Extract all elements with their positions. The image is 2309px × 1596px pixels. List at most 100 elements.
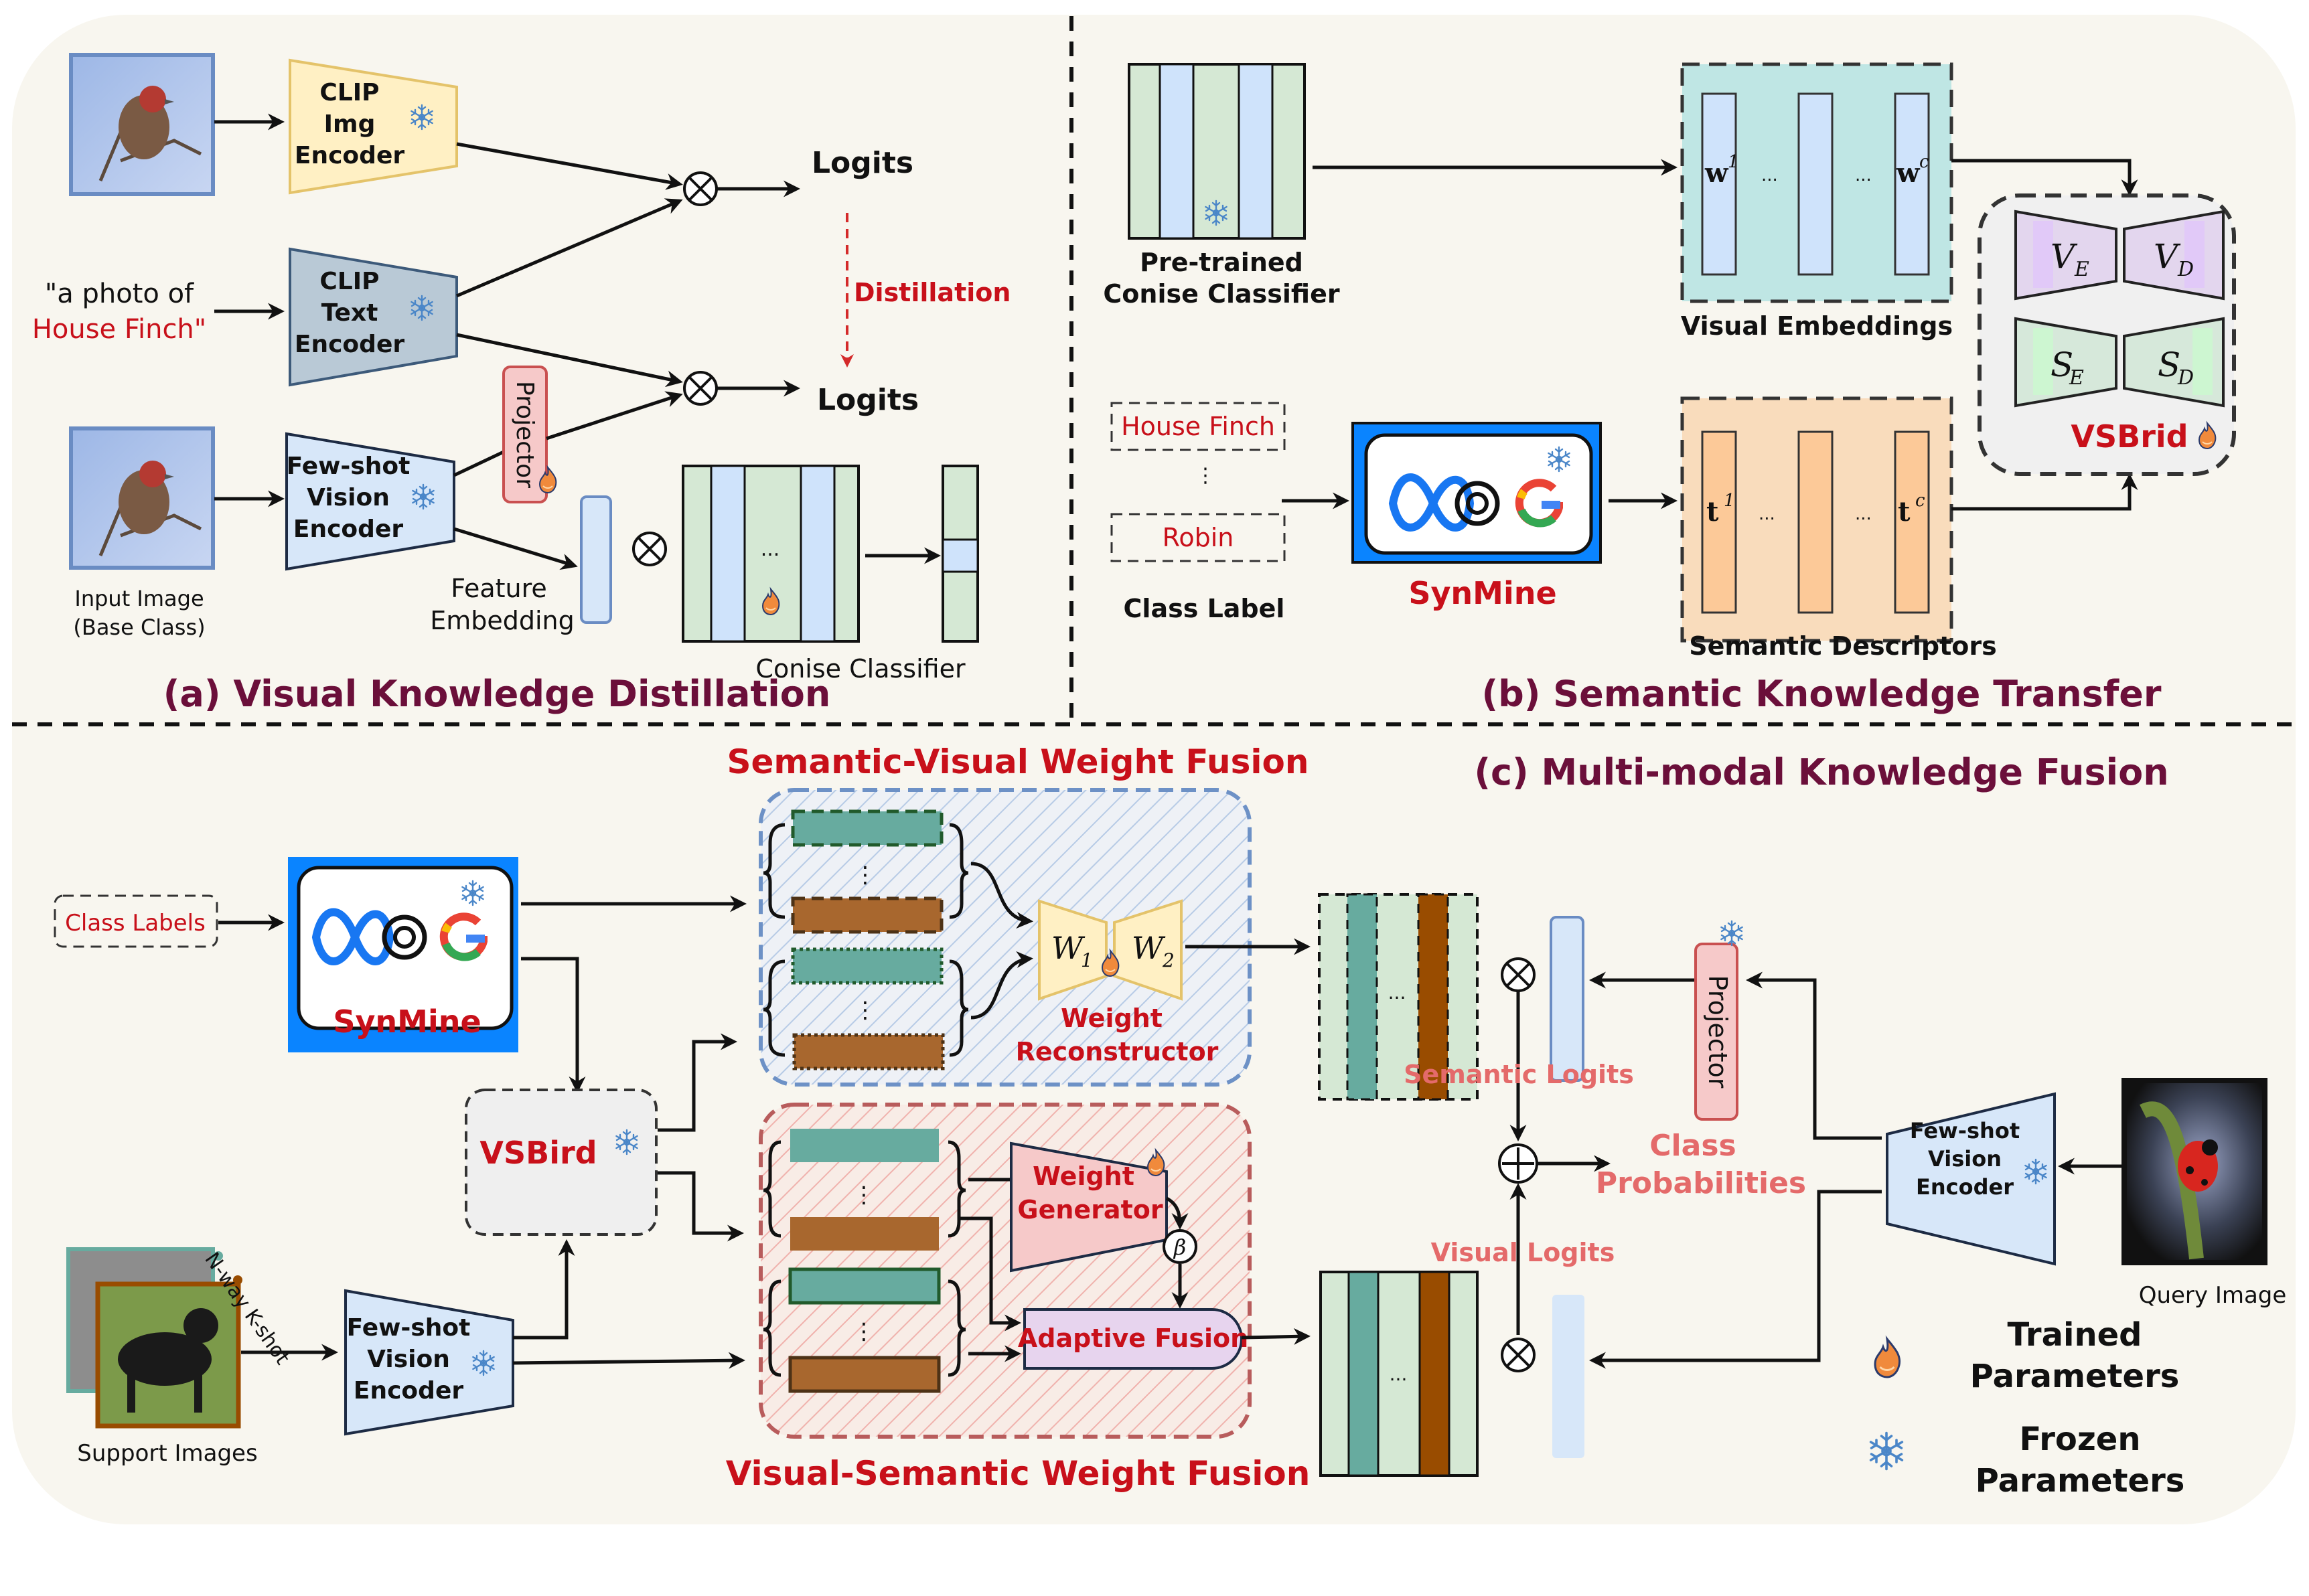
class-labels-box	[54, 894, 218, 948]
class-label-robin	[1110, 513, 1286, 562]
semantic-descriptors-label: Semantic Descriptors	[1689, 631, 1996, 661]
weight-reconstructor-line2: Reconstructor	[1016, 1037, 1219, 1066]
panel-b-title: (b) Semantic Knowledge Transfer	[1481, 673, 2161, 715]
query-encoder-line2: Vision	[1928, 1146, 2002, 1172]
multiply-op-top	[683, 171, 718, 206]
multiply-op-semantic	[1501, 957, 1536, 992]
ellipsis-w-2: ...	[1855, 165, 1872, 185]
input-image-caption-2: (Base Class)	[73, 615, 205, 640]
w-first: w	[1704, 157, 1729, 189]
adaptive-fusion-block	[1023, 1308, 1243, 1370]
fewshot-vision-encoder-a: Few-shot Vision Encoder	[285, 432, 455, 571]
w-last-sup: c	[1919, 152, 1929, 172]
weight-reconstructor-line1: Weight	[1061, 1004, 1163, 1033]
panel-b: Pre-trained Conise Classifier w 1 ... ..…	[1103, 62, 2236, 715]
semantic-visual-fusion-box: ⋮ ⋮ W 1 W 2 Weight Reconstructor	[759, 788, 1252, 1087]
vs-fusion-title: Visual-Semantic Weight Fusion	[726, 1454, 1311, 1493]
synmine-c-label: SynMine	[333, 1004, 481, 1040]
matrix-ellipsis: ...	[1388, 981, 1406, 1004]
fewshot-c-line2: Vision	[367, 1346, 450, 1373]
projector-c-label: Projector	[1703, 975, 1732, 1089]
google-logo-icon	[439, 912, 488, 961]
panel-a: CLIP Img Encoder Logits Distillation "a …	[32, 53, 1011, 715]
legend-trained-line2: Parameters	[1970, 1358, 2180, 1395]
conise-classifier-label: Conise Classifier	[755, 654, 966, 684]
visual-query-vector	[1552, 1295, 1584, 1458]
feature-embedding-line2: Embedding	[430, 606, 575, 635]
legend-frozen-line2: Parameters	[1976, 1462, 2185, 1500]
support-images	[66, 1247, 242, 1429]
panel-a-title: (a) Visual Knowledge Distillation	[163, 673, 831, 715]
t-last: t	[1898, 496, 1911, 528]
t-last-sup: c	[1915, 491, 1925, 511]
semantic-classifier-matrix: ...	[1318, 893, 1479, 1101]
fewshot-a-line3: Encoder	[293, 515, 403, 543]
vsbird-box: VSBird	[465, 1089, 658, 1236]
meta-logo-icon	[311, 908, 394, 965]
fewshot-a-line2: Vision	[307, 484, 390, 511]
class-labels-label: Class Labels	[65, 910, 206, 937]
input-image-bird-top	[69, 53, 215, 196]
vertical-ellipsis: ⋮	[854, 997, 877, 1024]
ellipsis-w-1: ...	[1761, 165, 1778, 185]
class-label-house-finch	[1110, 402, 1286, 451]
clip-img-line2: Img	[324, 110, 376, 138]
beta-label: β	[1173, 1234, 1187, 1260]
t-first-sup: 1	[1724, 491, 1735, 511]
prompt-line2: House Finch"	[32, 314, 206, 345]
synmine-b-label: SynMine	[1408, 575, 1556, 611]
clip-img-encoder: CLIP Img Encoder	[289, 58, 458, 195]
add-op	[1498, 1143, 1538, 1184]
clip-text-line3: Encoder	[295, 331, 404, 358]
synmine-b	[1351, 422, 1602, 564]
vertical-ellipsis: ⋮	[854, 862, 877, 888]
feature-embedding-line1: Feature	[451, 574, 547, 603]
clip-text-line1: CLIP	[319, 268, 379, 295]
panel-c: (c) Multi-modal Knowledge Fusion Class L…	[54, 742, 2286, 1500]
vsbrid-box: V E V D S E S D VSBrid	[1978, 193, 2236, 476]
clip-text-encoder: CLIP Text Encoder	[289, 247, 458, 387]
vd-label: V	[2154, 237, 2181, 276]
query-encoder-line3: Encoder	[1916, 1174, 2014, 1200]
classifier-ellipsis: ...	[761, 538, 780, 561]
class-label-2: Robin	[1163, 523, 1234, 552]
multiply-op-bottom	[683, 371, 718, 406]
legend-trained-line1: Trained	[2007, 1316, 2142, 1354]
ellipsis-t-1: ...	[1759, 504, 1775, 524]
clip-img-line3: Encoder	[295, 142, 404, 169]
fewshot-vision-encoder-c: Few-shot Vision Encoder	[344, 1289, 514, 1436]
vd-sub: D	[2177, 258, 2194, 281]
prompt-line1: "a photo of	[45, 278, 194, 309]
openai-logo-icon	[1455, 481, 1500, 526]
google-logo-icon	[1515, 479, 1563, 528]
logits-bottom: Logits	[817, 383, 919, 417]
vsbrid-label: VSBrid	[2071, 418, 2188, 455]
class-probabilities-line2: Probabilities	[1596, 1166, 1806, 1200]
w-first-sup: 1	[1728, 152, 1739, 172]
multiply-op-classifier	[632, 532, 667, 566]
class-probabilities-line1: Class	[1649, 1129, 1736, 1163]
adaptive-fusion-label: Adaptive Fusion	[1018, 1324, 1248, 1353]
pretrained-line1: Pre-trained	[1140, 248, 1303, 277]
vsbird-label: VSBird	[479, 1135, 597, 1171]
semantic-descriptors-box: t 1 ... ... t c	[1680, 396, 1953, 643]
visual-classifier-matrix: ...	[1319, 1271, 1479, 1477]
t-first: t	[1706, 496, 1719, 528]
se-label: S	[2051, 345, 2073, 384]
visual-logits-label: Visual Logits	[1431, 1238, 1615, 1267]
w2-sub: 2	[1162, 949, 1175, 971]
weight-generator-line1: Weight	[1033, 1162, 1134, 1191]
fewshot-c-line3: Encoder	[354, 1377, 463, 1405]
projector-a: Projector	[502, 366, 557, 503]
class-label-caption: Class Label	[1124, 594, 1285, 623]
pretrained-line2: Conise Classifier	[1103, 279, 1339, 309]
vertical-ellipsis: ⋮	[1195, 464, 1215, 487]
logits-top: Logits	[812, 146, 913, 180]
w2-label: W	[1132, 930, 1166, 966]
output-logits-vector	[942, 465, 979, 643]
pretrained-classifier	[1128, 63, 1306, 240]
sv-fusion-title: Semantic-Visual Weight Fusion	[727, 742, 1309, 781]
multiply-op-visual	[1501, 1338, 1536, 1372]
openai-logo-icon	[382, 914, 427, 960]
